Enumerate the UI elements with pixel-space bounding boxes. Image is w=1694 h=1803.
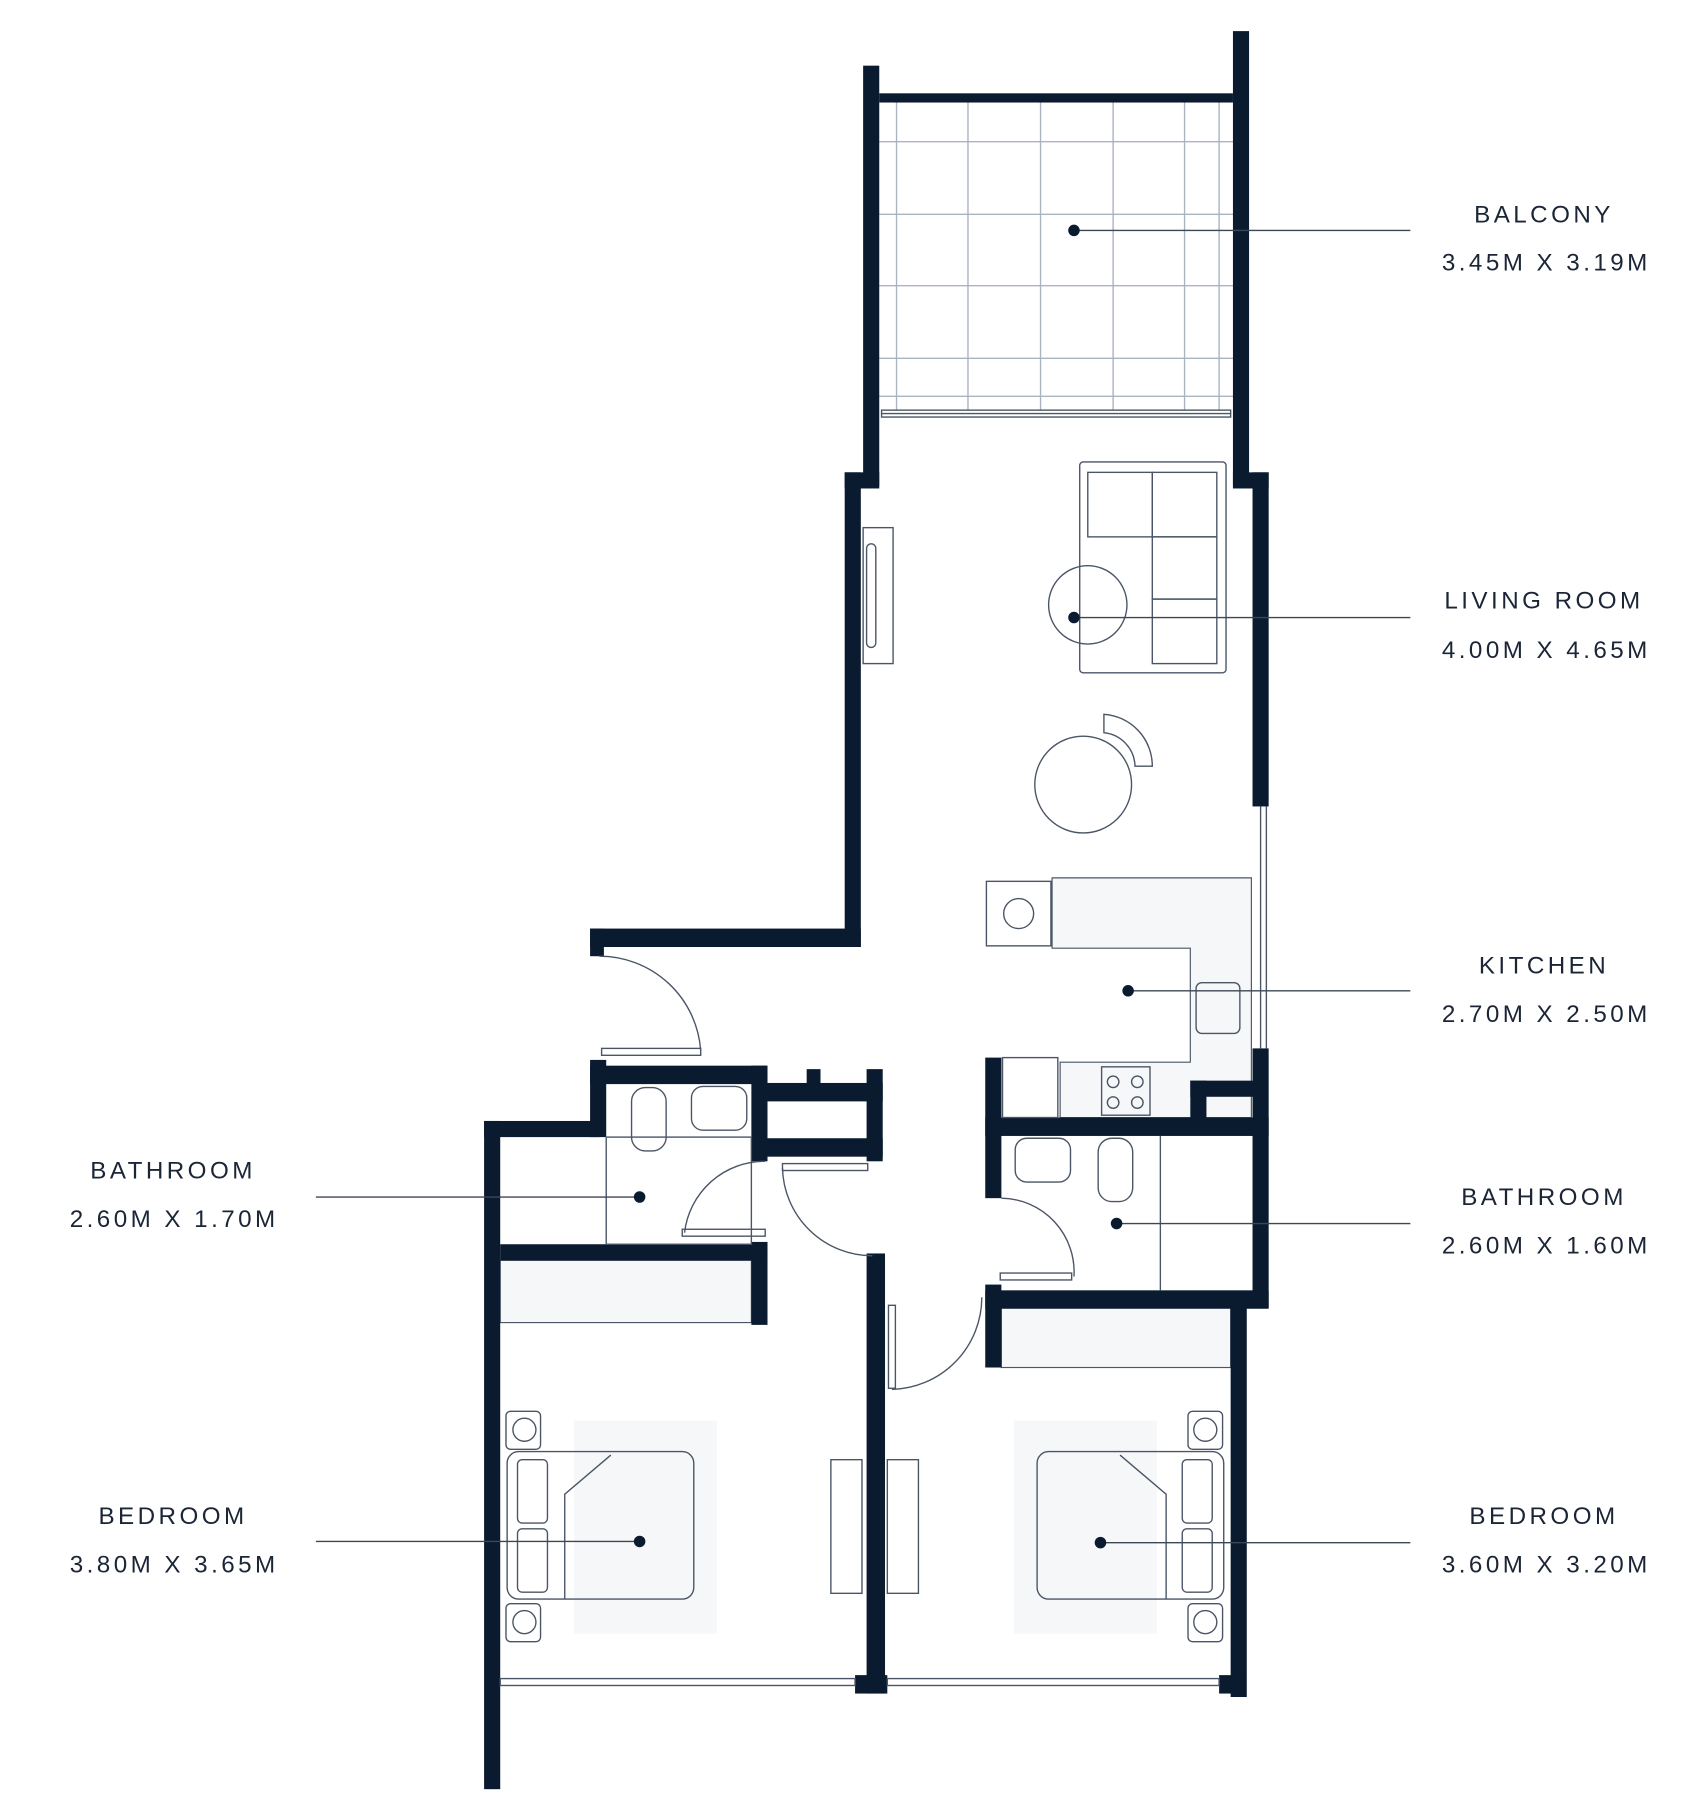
room-dimensions: 2.60M X 1.70M [70,1206,279,1233]
coffee-table [1047,564,1128,645]
room-name: LIVING ROOM [1444,587,1643,614]
room-dimensions: 3.45M X 3.19M [1442,250,1651,277]
wardrobe-right [886,1458,920,1595]
room-name: BATHROOM [90,1158,256,1185]
room-name: BALCONY [1474,201,1614,228]
room-label-bathroom-left: BATHROOM 2.60M X 1.70M [70,1158,279,1233]
built-in-areas [499,877,1252,1634]
chair [1103,713,1153,767]
doors [599,955,1075,1391]
washer [985,880,1052,947]
room-dimensions: 2.70M X 2.50M [1442,1001,1651,1028]
sofa [1079,461,1227,674]
basin-right [1014,1137,1072,1183]
room-name: BEDROOM [98,1503,247,1530]
room-dimensions: 3.80M X 3.65M [70,1552,279,1579]
room-label-balcony: BALCONY 3.45M X 3.19M [1442,201,1651,277]
stove [1100,1066,1151,1116]
wardrobe-left [830,1458,863,1595]
tv-unit [862,526,894,665]
room-name: KITCHEN [1479,953,1609,980]
room-dimensions: 3.60M X 3.20M [1442,1552,1651,1579]
room-label-bathroom-right: BATHROOM 2.60M X 1.60M [1442,1184,1651,1259]
room-dimensions: 2.60M X 1.60M [1442,1232,1651,1259]
balcony-tiles [879,101,1233,411]
room-label-living-room: LIVING ROOM 4.00M X 4.65M [1442,587,1651,664]
room-name: BATHROOM [1461,1184,1627,1211]
room-label-bedroom-right: BEDROOM 3.60M X 3.20M [1442,1503,1651,1579]
bed-left [506,1450,695,1600]
dining-table [1034,735,1133,834]
kitchen-sink [1195,982,1241,1035]
windows [499,409,1268,1687]
room-markers [315,224,1411,1549]
bed-right [1036,1450,1225,1600]
basin-left [690,1085,748,1131]
room-label-kitchen: KITCHEN 2.70M X 2.50M [1442,953,1651,1028]
fridge [1001,1056,1059,1119]
walls [484,31,1269,1790]
toilet-left [630,1086,667,1152]
room-name: BEDROOM [1469,1503,1618,1530]
furniture [505,461,1241,1643]
room-label-bedroom-left: BEDROOM 3.80M X 3.65M [70,1503,279,1579]
toilet-right [1097,1137,1134,1203]
room-dimensions: 4.00M X 4.65M [1442,637,1651,664]
